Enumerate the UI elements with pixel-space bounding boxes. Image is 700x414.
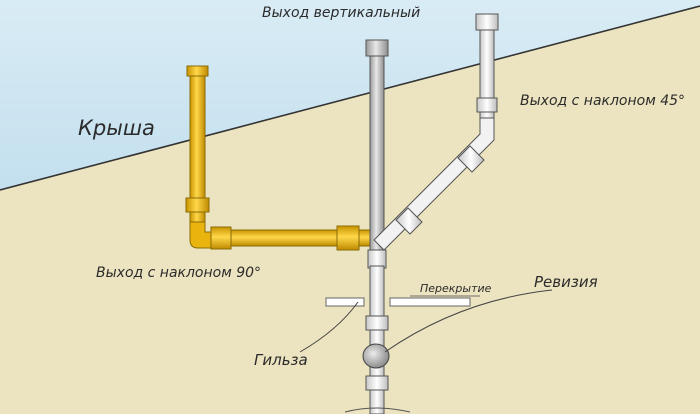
yellow-outlet-90 <box>185 65 375 251</box>
vertical-outlet-pipe <box>365 39 389 265</box>
floor-slab <box>325 297 471 307</box>
revision-hatch <box>362 343 390 369</box>
roof-surface <box>0 6 700 414</box>
main-riser-pipe <box>365 249 389 414</box>
vertical-outlet-label: Выход вертикальный <box>262 5 421 21</box>
outlet-45-label: Выход с наклоном 45° <box>520 93 686 109</box>
sleeve-label: Гильза <box>254 351 308 369</box>
revision-label: Ревизия <box>534 273 598 291</box>
roof-edge-line <box>0 5 700 191</box>
floor-ground <box>344 407 411 413</box>
outlet-90-label: Выход с наклоном 90° <box>96 265 262 281</box>
roof-label: Крыша <box>78 116 155 140</box>
floor-slab-label: Перекрытие <box>420 282 492 295</box>
revision-leader <box>384 289 553 353</box>
sleeve-leader <box>299 301 359 353</box>
